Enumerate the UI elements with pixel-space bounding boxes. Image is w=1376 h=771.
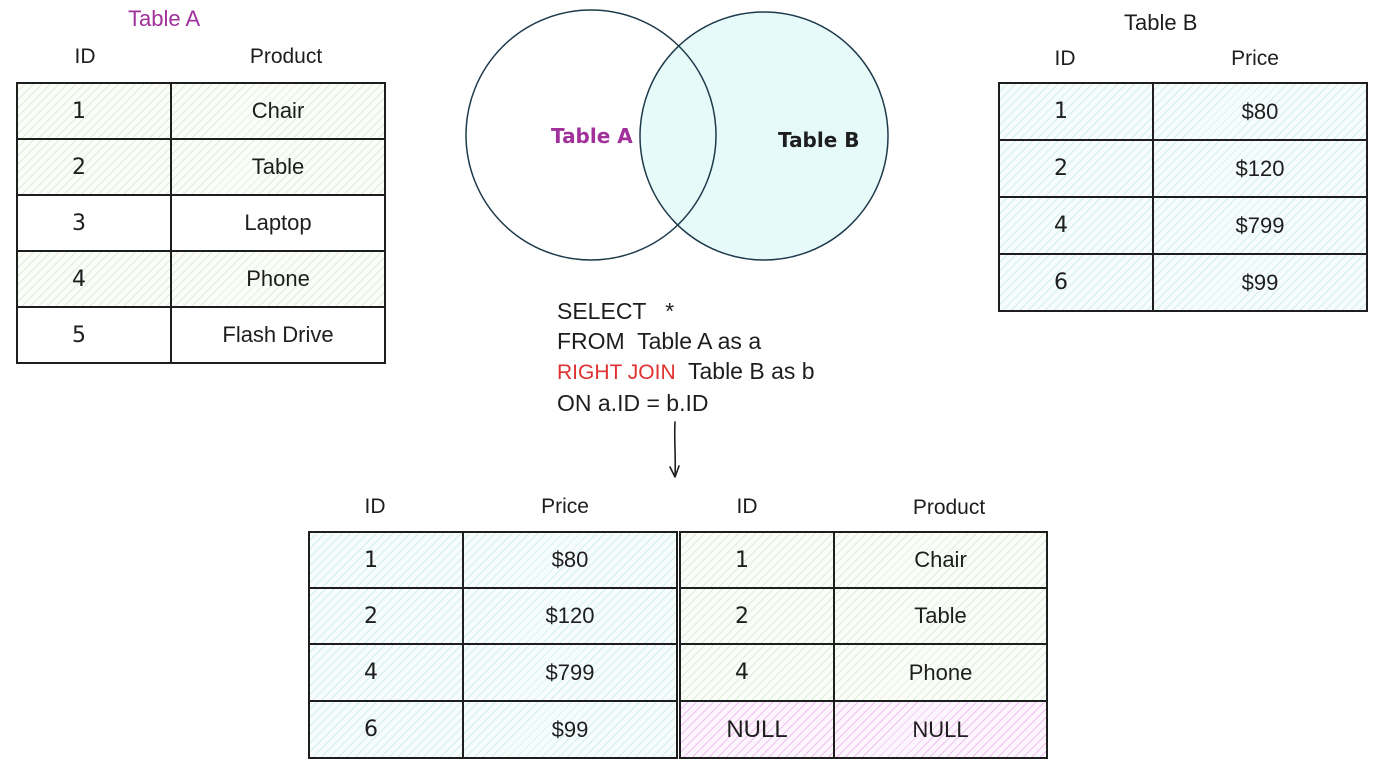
id-cell: 6: [998, 253, 1154, 312]
table-a-product-header: Product: [249, 45, 323, 68]
price-cell: $120: [1152, 139, 1368, 198]
product-cell: Phone: [170, 250, 386, 308]
id-cell: 4: [308, 643, 464, 702]
product-cell: Laptop: [170, 194, 386, 252]
table-row: 1 $80: [998, 82, 1368, 141]
table-row: 3 Laptop: [16, 194, 386, 252]
id-cell: 6: [308, 700, 464, 759]
product-cell: Chair: [170, 82, 386, 140]
table-row: 2 Table: [16, 138, 386, 196]
product-cell: Chair: [833, 531, 1048, 589]
result-left-price-header: Price: [541, 495, 589, 518]
price-cell: $99: [462, 700, 678, 759]
id-cell: 2: [308, 587, 464, 645]
price-cell: $799: [1152, 196, 1368, 255]
price-cell: $80: [462, 531, 678, 589]
id-cell: 1: [679, 531, 835, 589]
table-row: 4 $799: [998, 196, 1368, 255]
table-row: 5 Flash Drive: [16, 306, 386, 364]
table-row: 2 $120: [998, 139, 1368, 198]
venn-right-circle: [639, 11, 889, 261]
table-row: 1 Chair: [679, 531, 1048, 589]
table-b-price-header: Price: [1231, 47, 1279, 70]
result-right-product-header: Product: [912, 496, 986, 519]
table-a: 1 Chair 2 Table 3 Laptop 4 Phone 5 Flash…: [16, 82, 386, 364]
table-a-id-header: ID: [74, 45, 96, 68]
table-row: 4 $799: [308, 643, 678, 702]
null-product-cell: NULL: [833, 700, 1048, 759]
id-cell: 2: [998, 139, 1154, 198]
result-table-right: 1 Chair 2 Table 4 Phone NULL NULL: [679, 531, 1048, 759]
table-row: 1 $80: [308, 531, 678, 589]
id-cell: 3: [16, 194, 172, 252]
sql-line-select: SELECT *: [557, 298, 675, 324]
id-cell: 2: [679, 587, 835, 645]
id-cell: 2: [16, 138, 172, 196]
product-cell: Flash Drive: [170, 306, 386, 364]
sql-line-on: ON a.ID = b.ID: [557, 390, 709, 416]
table-b-title: Table B: [1124, 10, 1198, 35]
result-left-id-header: ID: [364, 495, 386, 518]
sql-join-keyword: RIGHT JOIN: [557, 361, 676, 384]
table-row: 2 Table: [679, 587, 1048, 645]
table-row: 4 Phone: [16, 250, 386, 308]
sql-query: SELECT * FROM Table A as a RIGHT JOIN Ta…: [557, 296, 815, 418]
table-row: 1 Chair: [16, 82, 386, 140]
id-cell: 1: [16, 82, 172, 140]
price-cell: $80: [1152, 82, 1368, 141]
down-arrow-icon: [669, 421, 680, 478]
table-row: 6 $99: [998, 253, 1368, 312]
price-cell: $799: [462, 643, 678, 702]
id-cell: 4: [679, 643, 835, 702]
price-cell: $120: [462, 587, 678, 645]
sql-line-join: RIGHT JOIN Table B as b: [557, 356, 815, 388]
venn-left-circle: [465, 9, 717, 261]
table-b: 1 $80 2 $120 4 $799 6 $99: [998, 82, 1368, 312]
result-table-left: 1 $80 2 $120 4 $799 6 $99: [308, 531, 678, 759]
product-cell: Phone: [833, 643, 1048, 702]
venn-diagram: Table A Table B: [465, 9, 889, 261]
table-row: 2 $120: [308, 587, 678, 645]
table-row: 4 Phone: [679, 643, 1048, 702]
id-cell: 4: [998, 196, 1154, 255]
null-id-cell: NULL: [679, 700, 835, 759]
product-cell: Table: [833, 587, 1048, 645]
venn-left-label: Table A: [551, 124, 633, 148]
id-cell: 4: [16, 250, 172, 308]
table-a-title: Table A: [128, 6, 201, 31]
sql-join-target: Table B as b: [675, 358, 815, 384]
venn-right-label: Table B: [778, 128, 860, 152]
table-row: 6 $99: [308, 700, 678, 759]
table-row-null: NULL NULL: [679, 700, 1048, 759]
id-cell: 1: [998, 82, 1154, 141]
result-right-id-header: ID: [736, 495, 758, 518]
price-cell: $99: [1152, 253, 1368, 312]
id-cell: 5: [16, 306, 172, 364]
id-cell: 1: [308, 531, 464, 589]
sql-line-from: FROM Table A as a: [557, 328, 762, 354]
table-b-id-header: ID: [1054, 47, 1076, 70]
product-cell: Table: [170, 138, 386, 196]
